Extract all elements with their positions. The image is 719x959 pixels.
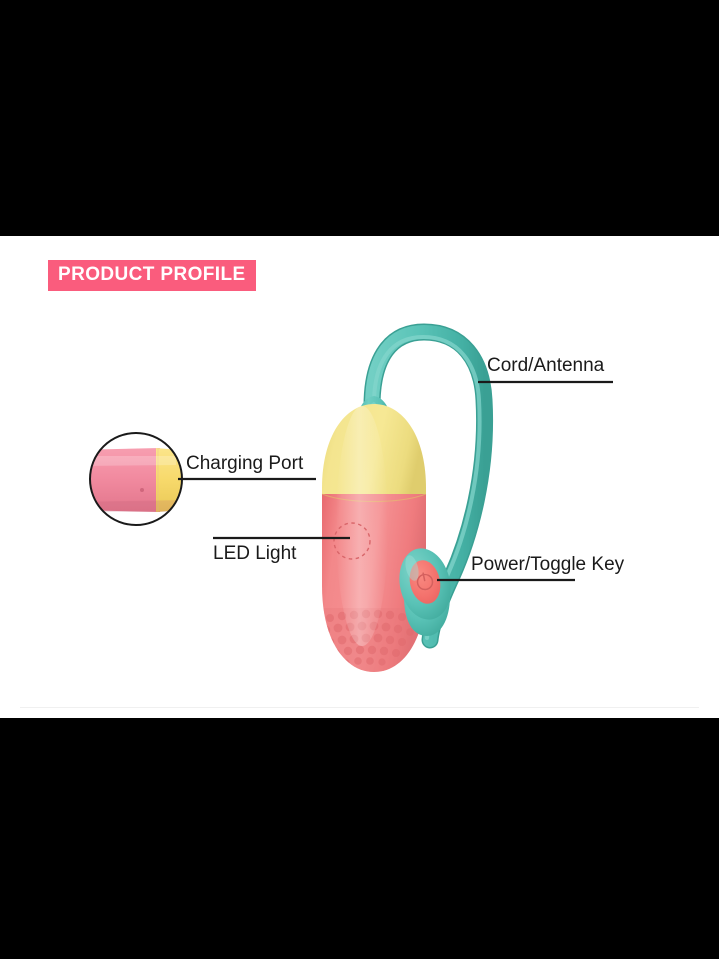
led-indicator-circle [333,522,371,560]
callout-label-cord-antenna: Cord/Antenna [487,355,605,376]
callout-label-charging-port: Charging Port [186,453,304,474]
charging-port-inset [89,432,183,526]
product-diagram [89,323,613,672]
section-divider [20,707,699,708]
callout-label-led-light: LED Light [213,543,297,564]
product-body [321,404,427,672]
power-button-face[interactable] [406,557,444,606]
callout-label-power-toggle-key: Power/Toggle Key [471,554,625,575]
power-icon [416,572,434,591]
page-title-badge: PRODUCT PROFILE [48,260,256,291]
power-toggle-bulb [399,548,451,636]
page-title: PRODUCT PROFILE [58,264,246,285]
callout-leader-lines [178,380,613,582]
